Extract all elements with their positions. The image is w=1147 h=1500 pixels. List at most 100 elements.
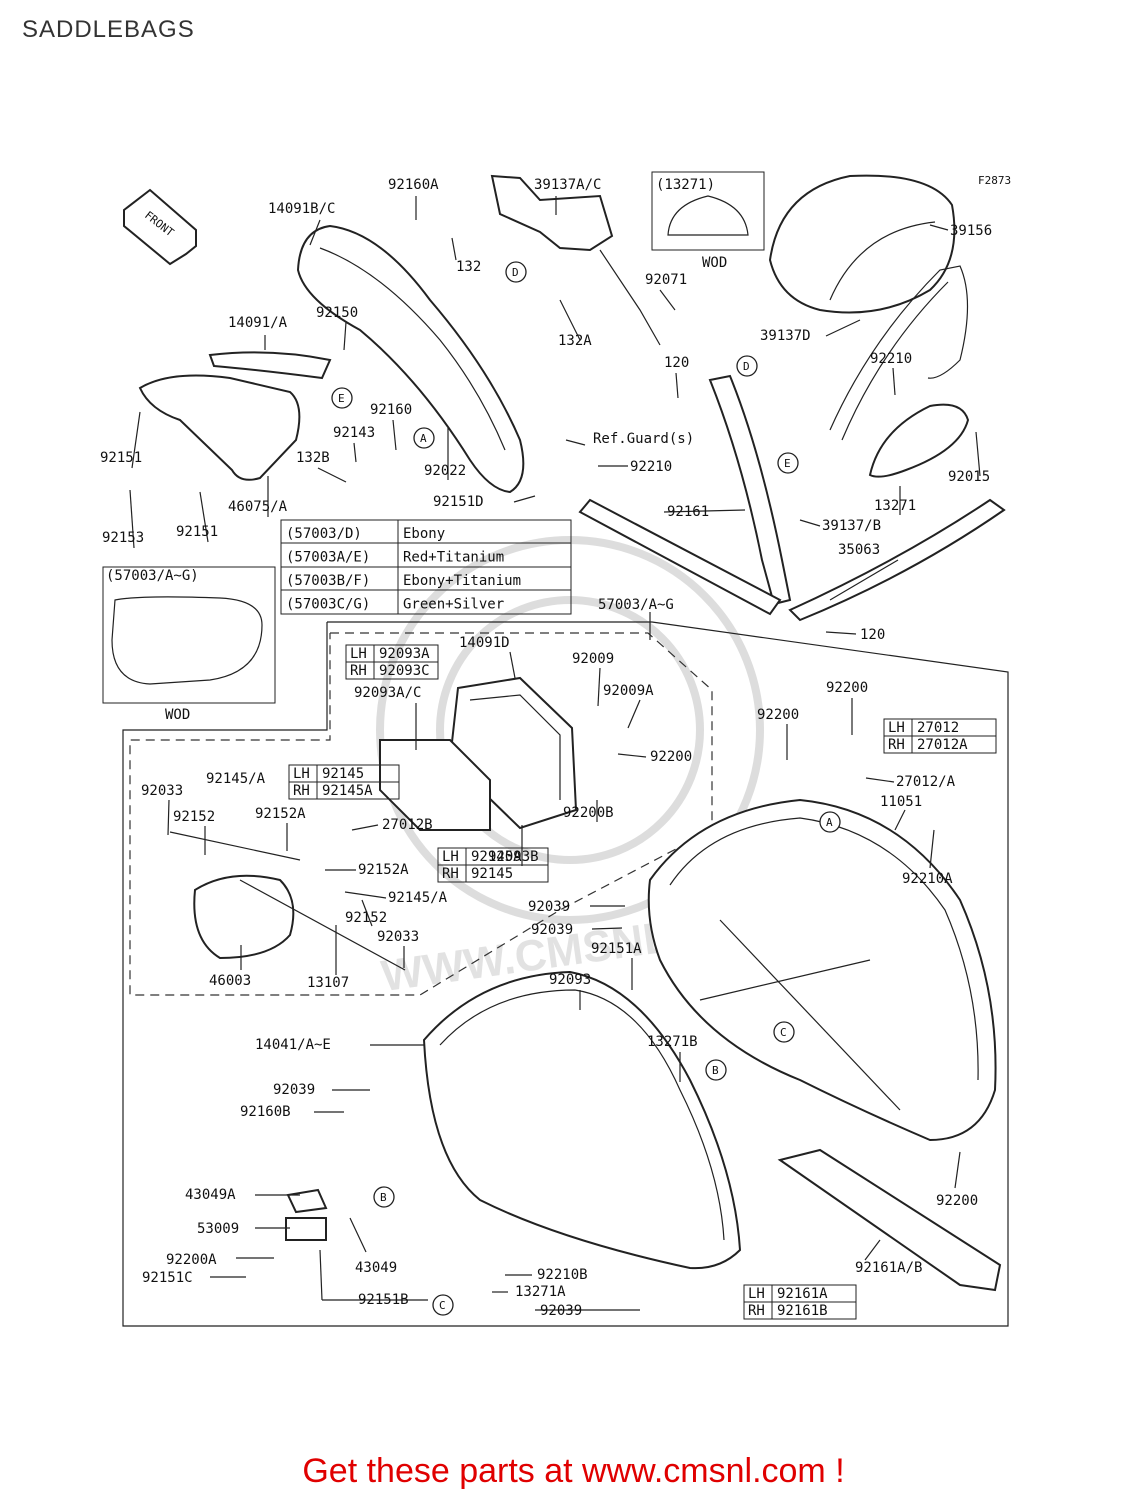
callout-circle-d [505,261,527,283]
callout-letter: A [826,816,833,829]
callout-letter: E [338,392,345,405]
hinge-rod-13107 [169,831,406,971]
part-label-p39137D: 39137D [760,328,811,344]
color-table-color: Ebony [403,526,445,542]
part-label-p57003box: (57003/A~G) [106,568,199,584]
color-table-color: Ebony+Titanium [403,573,521,589]
callout-circle-a [819,811,841,833]
footer-link[interactable]: Get these parts at www.cmsnl.com ! [302,1452,845,1490]
lhrh-part: 27012A [917,737,968,753]
part-label-p92200_d: 92200 [936,1193,978,1209]
color-table-color: Red+Titanium [403,550,504,566]
color-table-code: (57003/D) [286,526,362,542]
saddlebag-group-outline [122,621,1009,1327]
callout-circle-e [777,452,799,474]
leader-line [559,299,581,341]
part-label-p92071: 92071 [645,272,687,288]
inset-57003-shape [111,596,263,685]
color-table [280,519,572,615]
part-label-p27012A: 27012/A [896,774,956,790]
part-label-p14091A: 14091/A [228,315,288,331]
part-label-p92200_a: 92200 [826,680,868,696]
callout-letter: D [743,360,750,373]
leader-line [954,1151,961,1189]
leader-line [361,899,373,927]
part-label-p92151D: 92151D [433,494,484,510]
part-label-p92143: 92143 [333,425,375,441]
part-label-p92151B: 92151B [358,1292,409,1308]
color-table-code: (57003A/E) [286,550,370,566]
leader-line [131,411,141,469]
part-label-p35063: 35063 [838,542,880,558]
leader-line [317,467,347,483]
part-label-p120_top: 120 [664,355,689,371]
part-label-p92210B: 92210B [537,1267,588,1283]
leader-line [892,367,896,396]
part-label-p92151A: 92151A [591,941,642,957]
part-label-p92210A: 92210A [902,871,953,887]
callout-circle-d [736,355,758,377]
leader-line [675,372,679,399]
grab-rail-39137 [490,174,661,346]
part-label-p14091BC: 14091B/C [268,201,335,217]
inset-box-13271 [651,171,765,251]
leader-line [353,442,357,463]
part-label-p92093: 92093 [549,972,591,988]
lhrh-side: LH [293,766,310,782]
part-label-p92160: 92160 [370,402,412,418]
plate-13271 [868,403,970,478]
part-label-p13271B: 13271B [647,1034,698,1050]
part-label-p132: 132 [456,259,481,275]
leader-line [975,431,981,477]
saddlebag-shell-14041 [422,970,742,1270]
part-label-p92161: 92161 [667,504,709,520]
part-label-p92200_b: 92200 [757,707,799,723]
lhrh-part: 92093C [379,663,430,679]
leader-line [309,219,321,246]
leader-line [597,667,601,707]
callout-letter: A [420,432,427,445]
part-label-p13271A: 13271A [515,1284,566,1300]
lid-46003 [193,874,295,960]
part-label-p13271: 13271 [874,498,916,514]
callout-circle-b [373,1186,395,1208]
leader-line [344,891,387,899]
part-label-p39137B: 39137/B [822,518,881,534]
part-label-p92160B: 92160B [240,1104,291,1120]
leader-line [392,419,397,451]
part-label-p92200B: 92200B [563,805,614,821]
part-label-p120_bot: 120 [860,627,885,643]
lhrh-part: 92145 [471,866,513,882]
part-label-p92152A_1: 92152A [255,806,306,822]
leader-line [199,491,209,543]
lhrh-part: 92145 [322,766,364,782]
part-label-p92151_l2: 92151 [176,524,218,540]
leader-line [509,651,516,679]
lhrh-part: 92093A [379,646,430,662]
leader-line [617,753,647,758]
strip-92161AB [777,1148,1002,1292]
part-label-p92153: 92153 [102,530,144,546]
part-label-p92022: 92022 [424,463,466,479]
part-label-p43049: 43049 [355,1260,397,1276]
part-label-p92151C: 92151C [142,1270,193,1286]
part-label-p132B: 132B [296,450,330,466]
wod-label-2: WOD [165,707,190,723]
part-label-p14041AE: 14041/A~E [255,1037,331,1053]
part-label-p13271box: (13271) [656,177,715,193]
backrest-39156 [768,174,956,314]
part-label-p46075A: 46075/A [228,499,288,515]
part-label-p92145A_2: 92145/A [388,890,448,906]
leader-line [451,237,457,261]
lhrh-side: LH [888,720,905,736]
color-table-color: Green+Silver [403,597,504,613]
part-label-p11051: 11051 [880,794,922,810]
leader-line [929,224,949,231]
part-label-p13107: 13107 [307,975,349,991]
page-title: SADDLEBAGS [22,16,195,43]
leader-line [663,509,746,513]
part-label-p132A: 132A [558,333,592,349]
lhrh-side: RH [293,783,310,799]
figure-code: F2873 [978,174,1011,187]
